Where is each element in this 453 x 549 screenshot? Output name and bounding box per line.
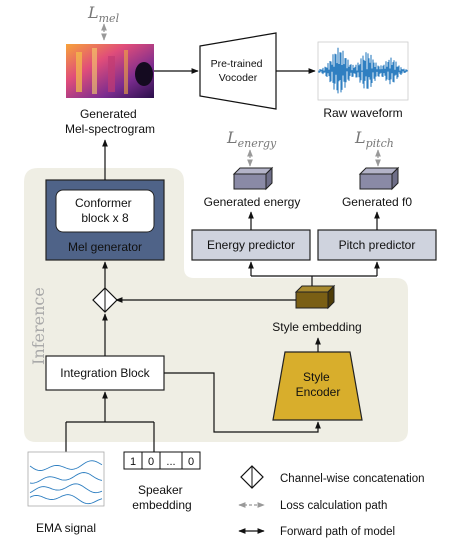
legend-loss-path-label: Loss calculation path xyxy=(280,500,387,512)
style-embedding-label: Style embedding xyxy=(272,320,361,334)
mel-spectrogram-image xyxy=(66,44,154,98)
legend-concat-icon xyxy=(240,465,264,489)
energy-predictor-label: Energy predictor xyxy=(207,238,295,252)
conformer-label: Conformer block x 8 xyxy=(75,196,135,225)
pitch-predictor-label: Pitch predictor xyxy=(339,238,416,252)
svg-text:0: 0 xyxy=(148,456,154,468)
loss-mel-label: Lmel xyxy=(87,3,120,25)
legend-concat-label: Channel-wise concatenation xyxy=(280,473,424,485)
svg-text:1: 1 xyxy=(130,456,136,468)
conformer-block xyxy=(55,189,155,233)
speaker-embedding-label: Speaker embedding xyxy=(132,483,191,512)
integration-block-label: Integration Block xyxy=(60,366,150,380)
vocoder-label: Pre-trained Vocoder xyxy=(211,58,266,84)
ema-signal-label: EMA signal xyxy=(36,521,96,535)
vocoder-block xyxy=(199,32,277,110)
energy-output-cube xyxy=(232,166,274,191)
generated-mel-label: Generated Mel-spectrogram xyxy=(65,107,155,136)
loss-pitch-label: Lpitch xyxy=(354,128,394,150)
arrow-inputs-to-integration xyxy=(65,391,155,452)
raw-waveform-label: Raw waveform xyxy=(323,106,402,120)
style-encoder-label: Style Encoder xyxy=(296,370,341,399)
mel-generator-label: Mel generator xyxy=(68,240,142,254)
loss-energy-label: Lenergy xyxy=(226,128,277,150)
ema-signal-image xyxy=(27,451,105,507)
raw-waveform-image xyxy=(317,41,409,101)
arrow-style-to-predictors xyxy=(248,261,380,286)
arrow-integration-to-encoder xyxy=(164,372,321,433)
concat-diamond xyxy=(92,287,118,313)
generated-energy-label: Generated energy xyxy=(204,195,301,209)
legend-forward-path-label: Forward path of model xyxy=(280,526,395,538)
pitch-predictor-block xyxy=(317,229,437,261)
energy-predictor-block xyxy=(191,229,311,261)
style-embedding-cube xyxy=(294,284,336,310)
svg-text:0: 0 xyxy=(188,456,194,468)
inference-label: Inference xyxy=(29,287,48,365)
style-encoder-block xyxy=(272,351,363,421)
legend: Channel-wise concatenation Loss calculat… xyxy=(238,465,424,538)
generated-f0-label: Generated f0 xyxy=(342,195,412,209)
speaker-vector: 1 0 ... 0 xyxy=(123,451,201,470)
svg-text:...: ... xyxy=(166,456,175,468)
pitch-output-cube xyxy=(358,166,400,191)
